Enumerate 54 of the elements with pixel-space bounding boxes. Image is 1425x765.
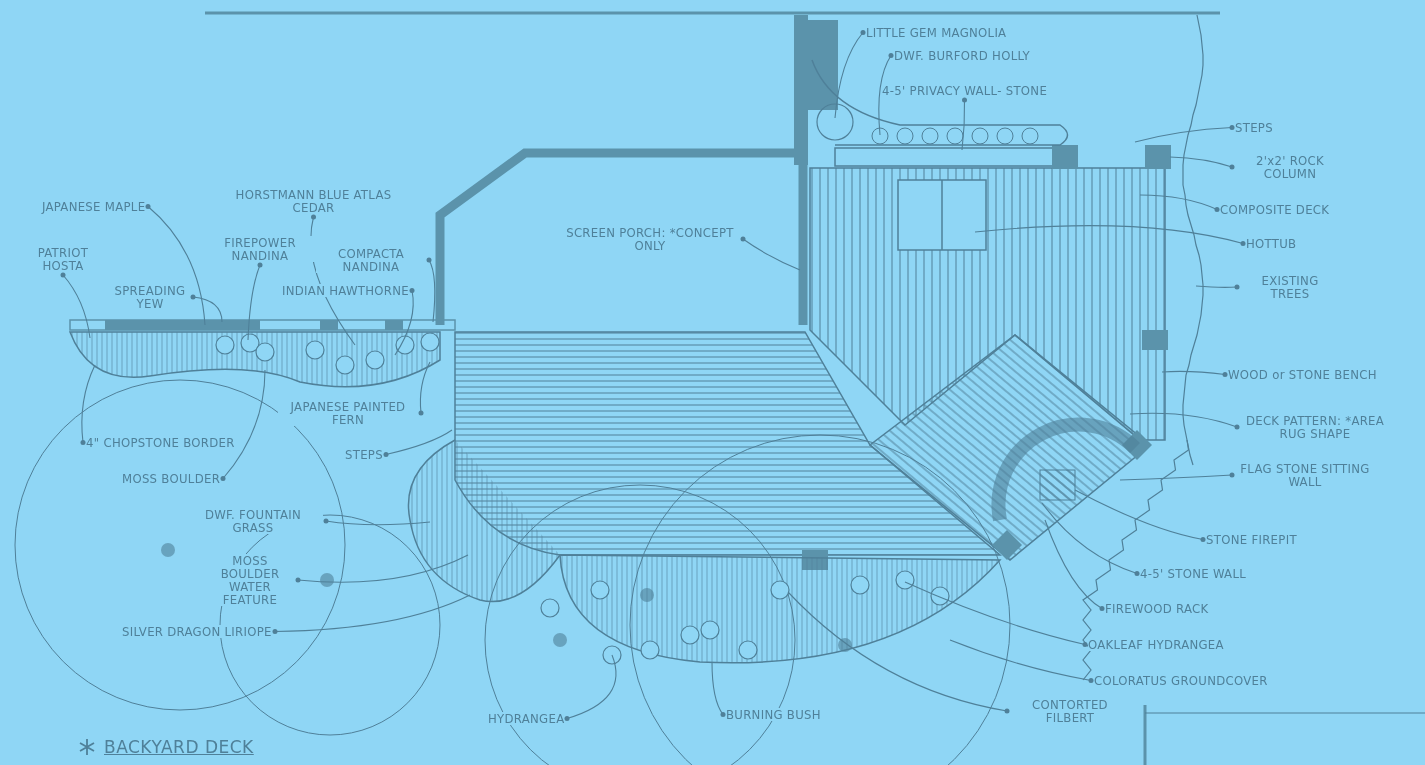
leader-line — [1129, 412, 1240, 430]
leader-line — [834, 30, 866, 119]
leader-line — [247, 262, 263, 341]
callout-label: MOSS BOULDER — [122, 472, 221, 485]
plan-title: BACKYARD DECK — [104, 737, 254, 757]
callout-label: SILVER DRAGON LIRIOPE — [122, 625, 272, 638]
callout-label: OAKLEAF HYDRANGEA — [1088, 638, 1224, 651]
callout-label: STEPS — [345, 448, 383, 461]
callout-label: 4" CHOPSTONE BORDER — [86, 436, 235, 449]
leader-line — [1119, 472, 1235, 481]
leader-line — [60, 272, 91, 339]
callout-label: LITTLE GEM MAGNOLIA — [866, 26, 1007, 39]
leader-line — [1169, 156, 1235, 170]
leader-line — [787, 591, 1010, 714]
leader-line — [904, 581, 1088, 647]
callout-label: FIREWOOD RACK — [1105, 602, 1209, 615]
leader-line — [220, 369, 266, 481]
leader-line — [1195, 284, 1240, 290]
callout-label: HYDRANGEA — [488, 712, 565, 725]
leader-line — [80, 364, 96, 445]
leader-line — [1074, 489, 1206, 542]
leader-line — [295, 554, 469, 583]
leader-line — [418, 361, 431, 416]
callout-label: HOTTUB — [1246, 237, 1297, 250]
leader-line — [272, 594, 471, 634]
leader-line — [878, 53, 894, 136]
callout-label: COLORATUS GROUNDCOVER — [1094, 674, 1268, 687]
callout-label: DWF. BURFORD HOLLY — [894, 49, 1030, 62]
callout-label: COMPOSITE DECK — [1220, 203, 1330, 216]
leader-line — [1041, 502, 1140, 576]
leader-line — [1139, 194, 1220, 212]
leader-line — [740, 236, 801, 271]
leader-line — [1044, 519, 1105, 611]
leader-line — [323, 518, 431, 526]
leader-line — [974, 225, 1246, 246]
callout-label: 4-5' STONE WALL — [1140, 567, 1247, 580]
callout-label: INDIAN HAWTHORNE — [282, 284, 409, 297]
leader-line — [564, 654, 617, 721]
leader-line — [711, 661, 726, 717]
leader-line — [1134, 125, 1235, 143]
callout-label: 4-5' PRIVACY WALL- STONE — [882, 84, 1048, 97]
leader-line — [190, 294, 223, 323]
leader-line — [383, 429, 453, 457]
leader-line — [949, 639, 1094, 683]
leader-line — [145, 204, 206, 326]
leader-line — [394, 288, 415, 356]
callout-label: BURNING BUSH — [726, 708, 821, 721]
leader-line — [961, 97, 967, 151]
callout-label: STEPS — [1235, 121, 1273, 134]
leader-line — [426, 257, 436, 323]
callout-label: STONE FIREPIT — [1206, 533, 1297, 546]
leader-line — [1161, 370, 1228, 377]
callout-label: JAPANESE MAPLE — [42, 200, 146, 213]
callout-label: WOOD or STONE BENCH — [1228, 368, 1377, 381]
